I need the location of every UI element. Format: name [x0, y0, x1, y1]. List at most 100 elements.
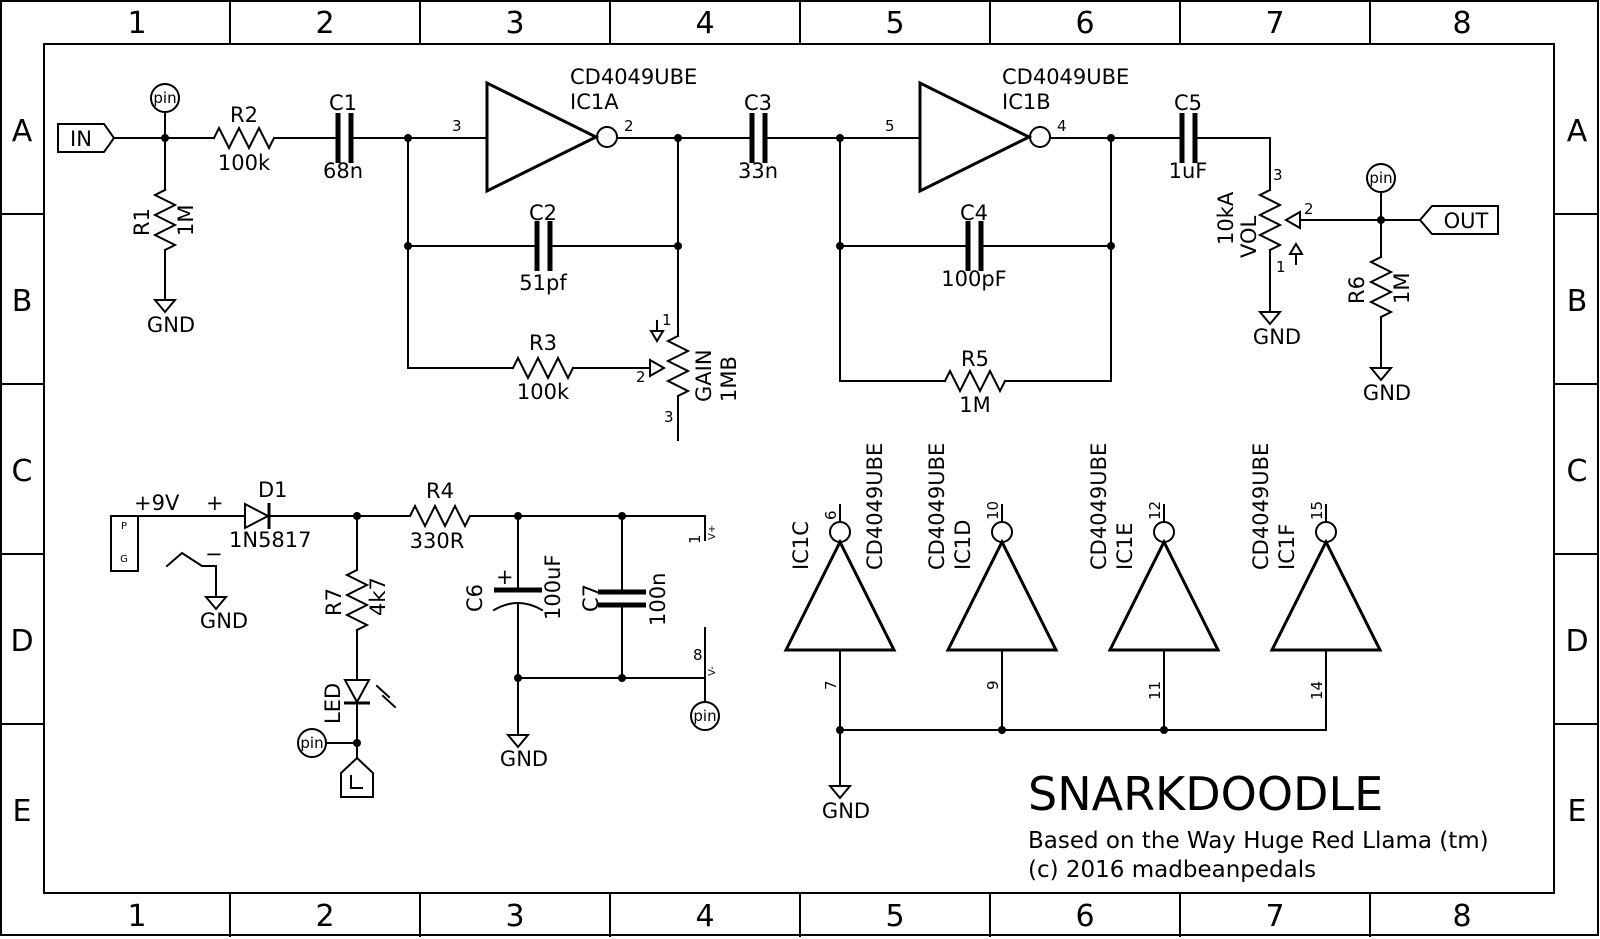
- svg-text:8: 8: [693, 646, 703, 664]
- c1-capacitor: C1 68n: [323, 91, 363, 183]
- d1-diode: D1 1N5817: [229, 478, 312, 552]
- col-label-bottom: 8: [1452, 899, 1471, 934]
- c5-capacitor: C5 1uF: [1169, 91, 1208, 183]
- r6-resistor: R6 1M: [1345, 255, 1414, 319]
- col-label-top: 2: [315, 6, 334, 41]
- row-label-right: D: [1565, 624, 1588, 659]
- svg-text:R2: R2: [230, 103, 258, 127]
- ic1c-inverter: 6 7 IC1C CD4049UBE: [783, 443, 897, 731]
- svg-text:R1: R1: [130, 208, 154, 236]
- svg-text:C1: C1: [329, 91, 357, 115]
- svg-text:2: 2: [1304, 200, 1314, 218]
- svg-text:VOL: VOL: [1237, 215, 1261, 258]
- polarity-plus: +: [496, 565, 514, 589]
- pin-pad-in: pin: [150, 83, 180, 113]
- svg-text:D1: D1: [258, 478, 288, 502]
- svg-text:33n: 33n: [738, 159, 778, 183]
- svg-text:10kA: 10kA: [1214, 191, 1238, 245]
- svg-text:pin: pin: [153, 89, 176, 107]
- gain-potentiometer: 1 2 3 GAIN 1MB: [636, 311, 741, 441]
- svg-text:C4: C4: [960, 201, 988, 225]
- title-block: SNARKDOODLE Based on the Way Huge Red Ll…: [1028, 767, 1489, 883]
- out-port: OUT: [1418, 205, 1499, 235]
- svg-text:V-: V-: [707, 666, 718, 676]
- stage1: 3 2 CD4049UBE IC1A C2 51pf R3 100k: [404, 65, 919, 441]
- svg-text:51pf: 51pf: [519, 271, 567, 295]
- vol-potentiometer: 3 2 1 10kA VOL: [1214, 166, 1314, 313]
- col-label-top: 8: [1452, 6, 1471, 41]
- pin-pad-out: pin: [1366, 163, 1396, 193]
- col-label-bottom: 6: [1075, 899, 1094, 934]
- svg-text:1M: 1M: [174, 205, 198, 236]
- c2-capacitor: C2 51pf: [519, 201, 567, 295]
- svg-text:CD4049UBE: CD4049UBE: [1249, 443, 1273, 570]
- svg-text:IC1A: IC1A: [570, 90, 619, 114]
- row-label-right: B: [1567, 284, 1588, 319]
- ic1a-inverter: 3 2 CD4049UBE IC1A: [452, 65, 697, 194]
- gnd-symbol: GND: [1253, 311, 1301, 349]
- svg-text:11: 11: [1146, 681, 1164, 700]
- out-port-label: OUT: [1444, 209, 1489, 233]
- led-terminal: [340, 756, 374, 798]
- col-label-bottom: 1: [127, 899, 146, 934]
- svg-text:1: 1: [1276, 258, 1286, 276]
- svg-text:V+: V+: [707, 525, 718, 540]
- copyright-text: (c) 2016 madbeanpedals: [1028, 857, 1316, 883]
- svg-text:CD4049UBE: CD4049UBE: [925, 443, 949, 570]
- gnd-symbol: GND: [822, 785, 870, 823]
- col-label-bottom: 5: [885, 899, 904, 934]
- svg-text:CD4049UBE: CD4049UBE: [570, 65, 697, 89]
- svg-text:3: 3: [1273, 166, 1283, 184]
- ic-supply-pins: 1 V+ 8 V-: [686, 515, 718, 703]
- svg-text:IC1F: IC1F: [1275, 524, 1299, 570]
- svg-text:R3: R3: [529, 331, 557, 355]
- gnd-symbol: GND: [147, 299, 195, 337]
- supply-label: +9V: [134, 491, 180, 515]
- col-label-bottom: 7: [1265, 899, 1284, 934]
- svg-text:4k7: 4k7: [366, 577, 390, 616]
- col-label-top: 6: [1075, 6, 1094, 41]
- r5-resistor: R5 1M: [943, 347, 1007, 417]
- output-section: 3 2 1 10kA VOL GND OUT pin R6 1M: [1214, 137, 1499, 405]
- col-label-top: 5: [885, 6, 904, 41]
- r4-resistor: R4 330R: [408, 479, 472, 553]
- svg-text:C6: C6: [463, 584, 487, 612]
- svg-text:GND: GND: [200, 609, 248, 633]
- svg-text:C7: C7: [579, 584, 603, 612]
- svg-text:100k: 100k: [517, 380, 570, 404]
- svg-text:1N5817: 1N5817: [229, 528, 312, 552]
- svg-text:C3: C3: [744, 91, 772, 115]
- row-label-left: E: [13, 794, 32, 829]
- svg-text:1M: 1M: [1390, 273, 1414, 304]
- r7-resistor: R7 4k7: [322, 568, 390, 632]
- svg-text:15: 15: [1308, 501, 1326, 520]
- c4-capacitor: C4 100pF: [941, 201, 1007, 291]
- svg-text:330R: 330R: [410, 529, 465, 553]
- row-label-left: C: [12, 454, 33, 489]
- gnd-symbol: GND: [500, 734, 548, 771]
- svg-text:100pF: 100pF: [941, 267, 1007, 291]
- svg-text:IC1D: IC1D: [951, 520, 975, 570]
- pin-pad-led: pin: [297, 728, 327, 758]
- plus-label: +: [206, 491, 224, 515]
- led-indicator: LED: [321, 679, 397, 724]
- svg-text:1: 1: [662, 311, 672, 329]
- c7-capacitor: C7 100n: [579, 573, 670, 626]
- svg-text:C5: C5: [1174, 91, 1202, 115]
- r1-resistor: R1 1M: [130, 137, 198, 301]
- col-label-bottom: 3: [505, 899, 524, 934]
- svg-text:3: 3: [452, 117, 462, 135]
- r3-resistor: R3 100k: [511, 331, 575, 404]
- svg-text:5: 5: [885, 117, 895, 135]
- svg-text:100n: 100n: [646, 573, 670, 626]
- svg-text:R5: R5: [961, 347, 989, 371]
- based-on-text: Based on the Way Huge Red Llama (tm): [1028, 828, 1489, 854]
- svg-text:LED: LED: [321, 683, 345, 724]
- svg-text:3: 3: [664, 408, 674, 426]
- svg-text:IC1C: IC1C: [789, 521, 813, 570]
- in-port: IN: [57, 123, 116, 153]
- svg-text:CD4049UBE: CD4049UBE: [1087, 443, 1111, 570]
- svg-text:GND: GND: [1253, 325, 1301, 349]
- col-label-top: 7: [1265, 6, 1284, 41]
